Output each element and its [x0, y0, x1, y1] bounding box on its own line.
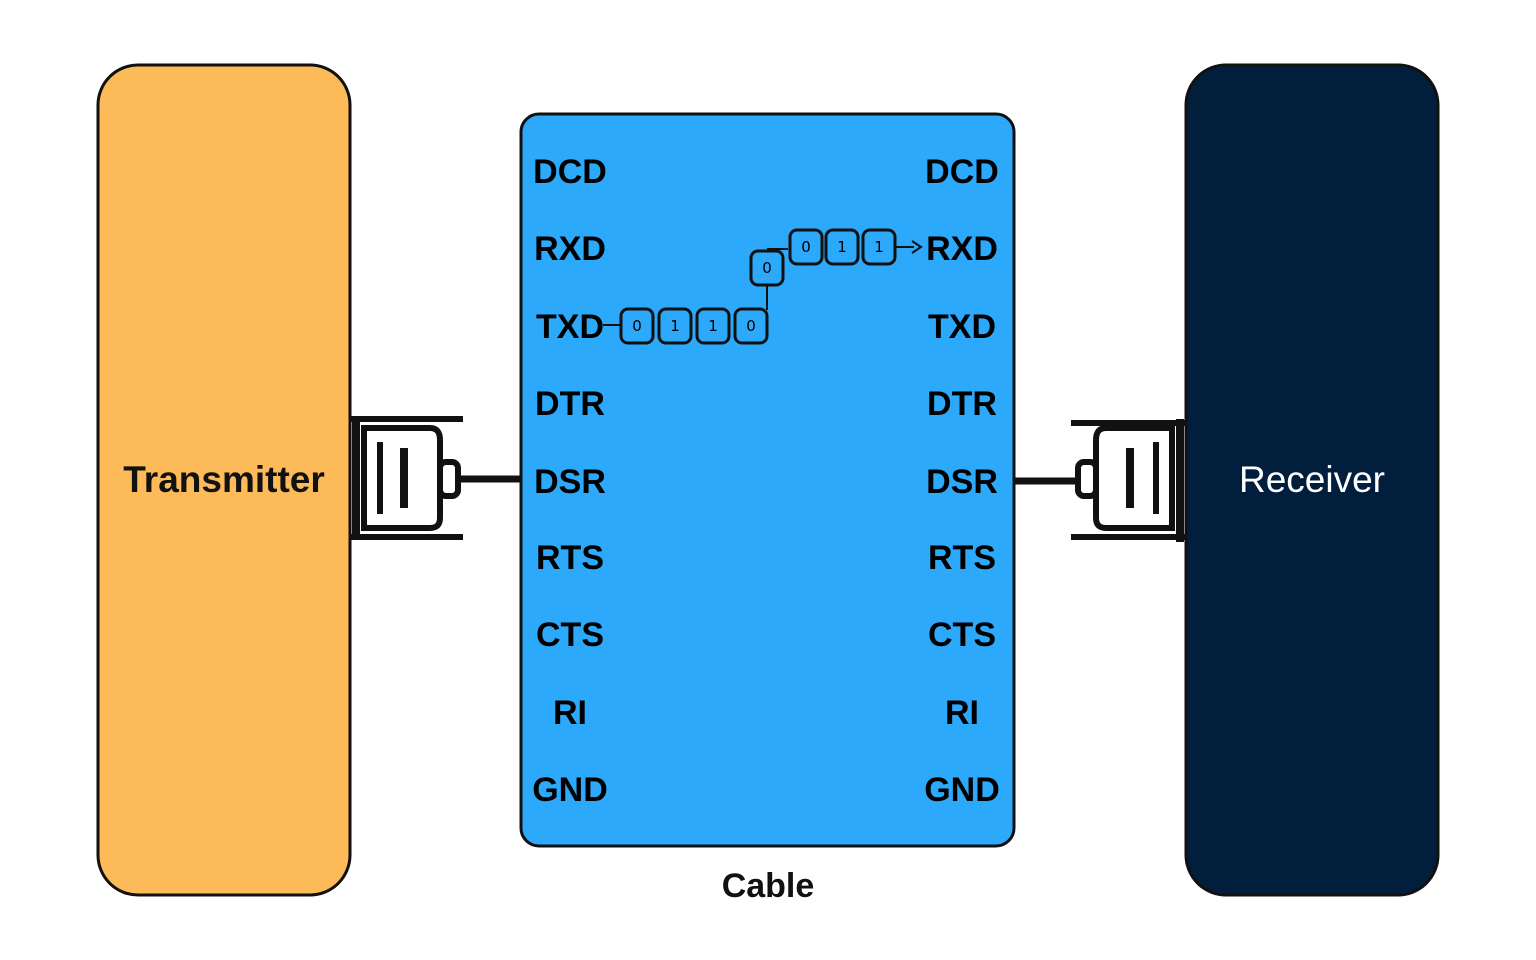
left-pin-rts: RTS — [536, 539, 604, 577]
right-pin-gnd: GND — [924, 771, 1000, 809]
txd-bit-1-box — [657, 307, 693, 345]
right-pin-txd: TXD — [928, 308, 996, 346]
txd-bit-2-value: 1 — [708, 317, 718, 335]
txd-bit-0-value: 0 — [632, 317, 642, 335]
rxd-bit-1-value: 1 — [837, 238, 847, 256]
cable-label: Cable — [722, 867, 815, 905]
txd-bit-3-box — [733, 307, 769, 345]
transmitter-box — [96, 63, 352, 897]
right-pin-dsr: DSR — [926, 463, 998, 501]
left-connector-icon — [350, 416, 522, 540]
rxd-bit-2-value: 1 — [874, 238, 884, 256]
left-pin-gnd: GND — [532, 771, 608, 809]
receiver-label: Receiver — [1239, 459, 1385, 500]
right-pin-rts: RTS — [928, 539, 996, 577]
right-pin-labels: DCD RXD TXD DTR DSR RTS CTS RI GND — [924, 153, 1000, 809]
left-pin-ri: RI — [553, 694, 587, 732]
rxd-bit-0-box — [788, 228, 824, 266]
transition-bit-value: 0 — [762, 259, 772, 277]
txd-bit-1-value: 1 — [670, 317, 680, 335]
txd-to-rxd-bit-flow: 0 1 1 0 0 0 1 1 — [603, 228, 923, 345]
right-pin-dtr: DTR — [927, 385, 997, 423]
txd-bit-2-box — [695, 307, 731, 345]
transition-bit-box — [749, 249, 785, 287]
right-pin-cts: CTS — [928, 616, 996, 654]
transmitter-label: Transmitter — [123, 459, 325, 500]
left-pin-dsr: DSR — [534, 463, 606, 501]
left-pin-txd: TXD — [536, 308, 604, 346]
right-pin-rxd: RXD — [926, 230, 998, 268]
left-pin-rxd: RXD — [534, 230, 606, 268]
rxd-bit-1-box — [824, 228, 860, 266]
rxd-bit-2-box — [861, 228, 897, 266]
txd-bit-3-value: 0 — [746, 317, 756, 335]
left-pin-cts: CTS — [536, 616, 604, 654]
left-pin-labels: DCD RXD TXD DTR DSR RTS CTS RI GND — [532, 153, 608, 809]
right-connector-icon — [1014, 419, 1186, 542]
left-pin-dtr: DTR — [535, 385, 605, 423]
right-pin-ri: RI — [945, 694, 979, 732]
receiver-box — [1184, 63, 1440, 897]
right-pin-dcd: DCD — [925, 153, 999, 191]
left-pin-dcd: DCD — [533, 153, 607, 191]
txd-bit-0-box — [619, 307, 655, 345]
rxd-bit-0-value: 0 — [801, 238, 811, 256]
